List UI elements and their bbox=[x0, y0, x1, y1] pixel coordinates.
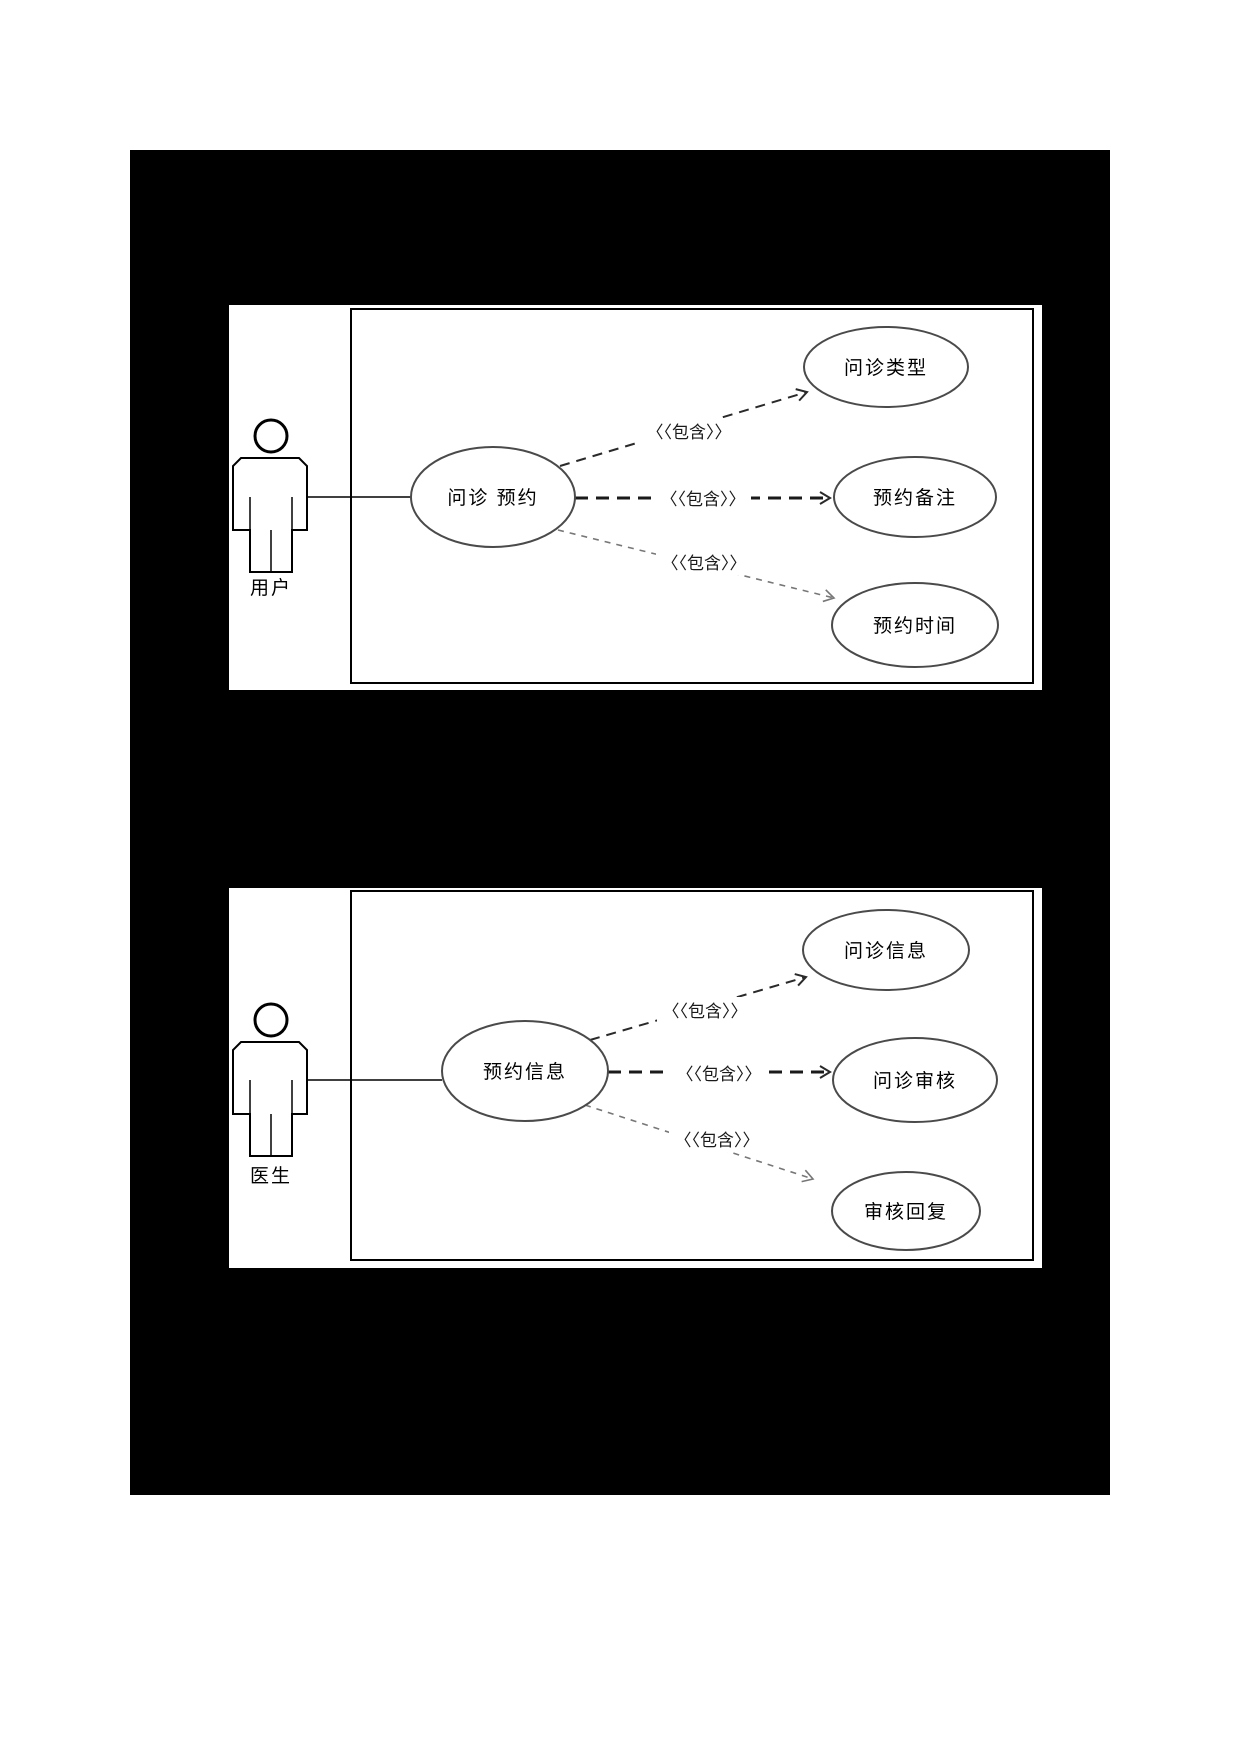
include-label: 〈〈包含〉〉 bbox=[647, 423, 732, 442]
use-case-consult-review: 问诊审核 bbox=[832, 1037, 998, 1123]
use-case-label: 问诊 预约 bbox=[447, 487, 538, 509]
use-case-ellipse bbox=[831, 1171, 981, 1251]
actor-label: 医生 bbox=[250, 1165, 292, 1187]
use-case-diagram-user: 用户 〈〈包含〉〉 〈〈包含〉〉 〈〈包含〉〉 问诊 预约 问诊类型 bbox=[232, 308, 1034, 684]
use-case-ellipse bbox=[802, 909, 970, 991]
diagram-canvas: 用户 〈〈包含〉〉 〈〈包含〉〉 〈〈包含〉〉 问诊 预约 问诊类型 bbox=[130, 150, 1110, 1495]
use-case-label: 预约备注 bbox=[873, 487, 957, 509]
use-case-label: 审核回复 bbox=[864, 1201, 948, 1223]
use-case-label: 预约时间 bbox=[873, 615, 957, 637]
include-label: 〈〈包含〉〉 bbox=[675, 1131, 760, 1150]
use-case-appointment-note: 预约备注 bbox=[833, 456, 997, 538]
use-case-ellipse bbox=[803, 326, 969, 408]
system-boundary bbox=[350, 308, 1034, 684]
use-case-ellipse bbox=[441, 1020, 609, 1122]
include-label: 〈〈包含〉〉 bbox=[663, 1002, 748, 1021]
actor-body bbox=[232, 1041, 308, 1157]
use-case-ellipse bbox=[833, 456, 997, 538]
actor-body bbox=[232, 457, 308, 573]
include-label-bg bbox=[641, 418, 737, 444]
include-arrow-reply bbox=[584, 1104, 815, 1183]
include-label-bg bbox=[671, 1060, 767, 1086]
central-use-case: 问诊 预约 bbox=[410, 446, 576, 548]
use-case-panel-user: 用户 〈〈包含〉〉 〈〈包含〉〉 〈〈包含〉〉 问诊 预约 问诊类型 bbox=[229, 305, 1042, 690]
include-label-bg bbox=[656, 549, 752, 575]
use-case-label: 预约信息 bbox=[483, 1061, 567, 1083]
use-case-ellipse bbox=[831, 582, 999, 668]
actor-label: 用户 bbox=[250, 577, 292, 599]
include-label: 〈〈包含〉〉 bbox=[677, 1065, 762, 1084]
use-case-consult-type: 问诊类型 bbox=[803, 326, 969, 408]
include-label: 〈〈包含〉〉 bbox=[662, 554, 747, 573]
central-use-case: 预约信息 bbox=[441, 1020, 609, 1122]
actor-figure-user: 用户 bbox=[232, 418, 308, 599]
include-arrow-info bbox=[589, 973, 808, 1041]
use-case-ellipse bbox=[410, 446, 576, 548]
use-case-panel-doctor: 医生 〈〈包含〉〉 〈〈包含〉〉 〈〈包含〉〉 预约信息 问诊信息 bbox=[229, 888, 1042, 1268]
use-case-appointment-time: 预约时间 bbox=[831, 582, 999, 668]
use-case-diagram-doctor: 医生 〈〈包含〉〉 〈〈包含〉〉 〈〈包含〉〉 预约信息 问诊信息 bbox=[232, 890, 1034, 1261]
use-case-ellipse bbox=[832, 1037, 998, 1123]
system-boundary bbox=[350, 890, 1034, 1261]
use-case-label: 问诊信息 bbox=[844, 940, 928, 962]
use-case-label: 问诊类型 bbox=[844, 357, 928, 379]
include-label: 〈〈包含〉〉 bbox=[661, 490, 746, 509]
include-label-bg bbox=[655, 485, 751, 511]
include-label-bg bbox=[657, 997, 753, 1023]
use-case-review-reply: 审核回复 bbox=[831, 1171, 981, 1251]
use-case-consult-info: 问诊信息 bbox=[802, 909, 970, 991]
actor-figure-doctor: 医生 bbox=[232, 1002, 308, 1187]
use-case-label: 问诊审核 bbox=[873, 1070, 957, 1092]
actor-head bbox=[253, 418, 289, 454]
include-label-bg bbox=[669, 1126, 765, 1152]
actor-head bbox=[253, 1002, 289, 1038]
